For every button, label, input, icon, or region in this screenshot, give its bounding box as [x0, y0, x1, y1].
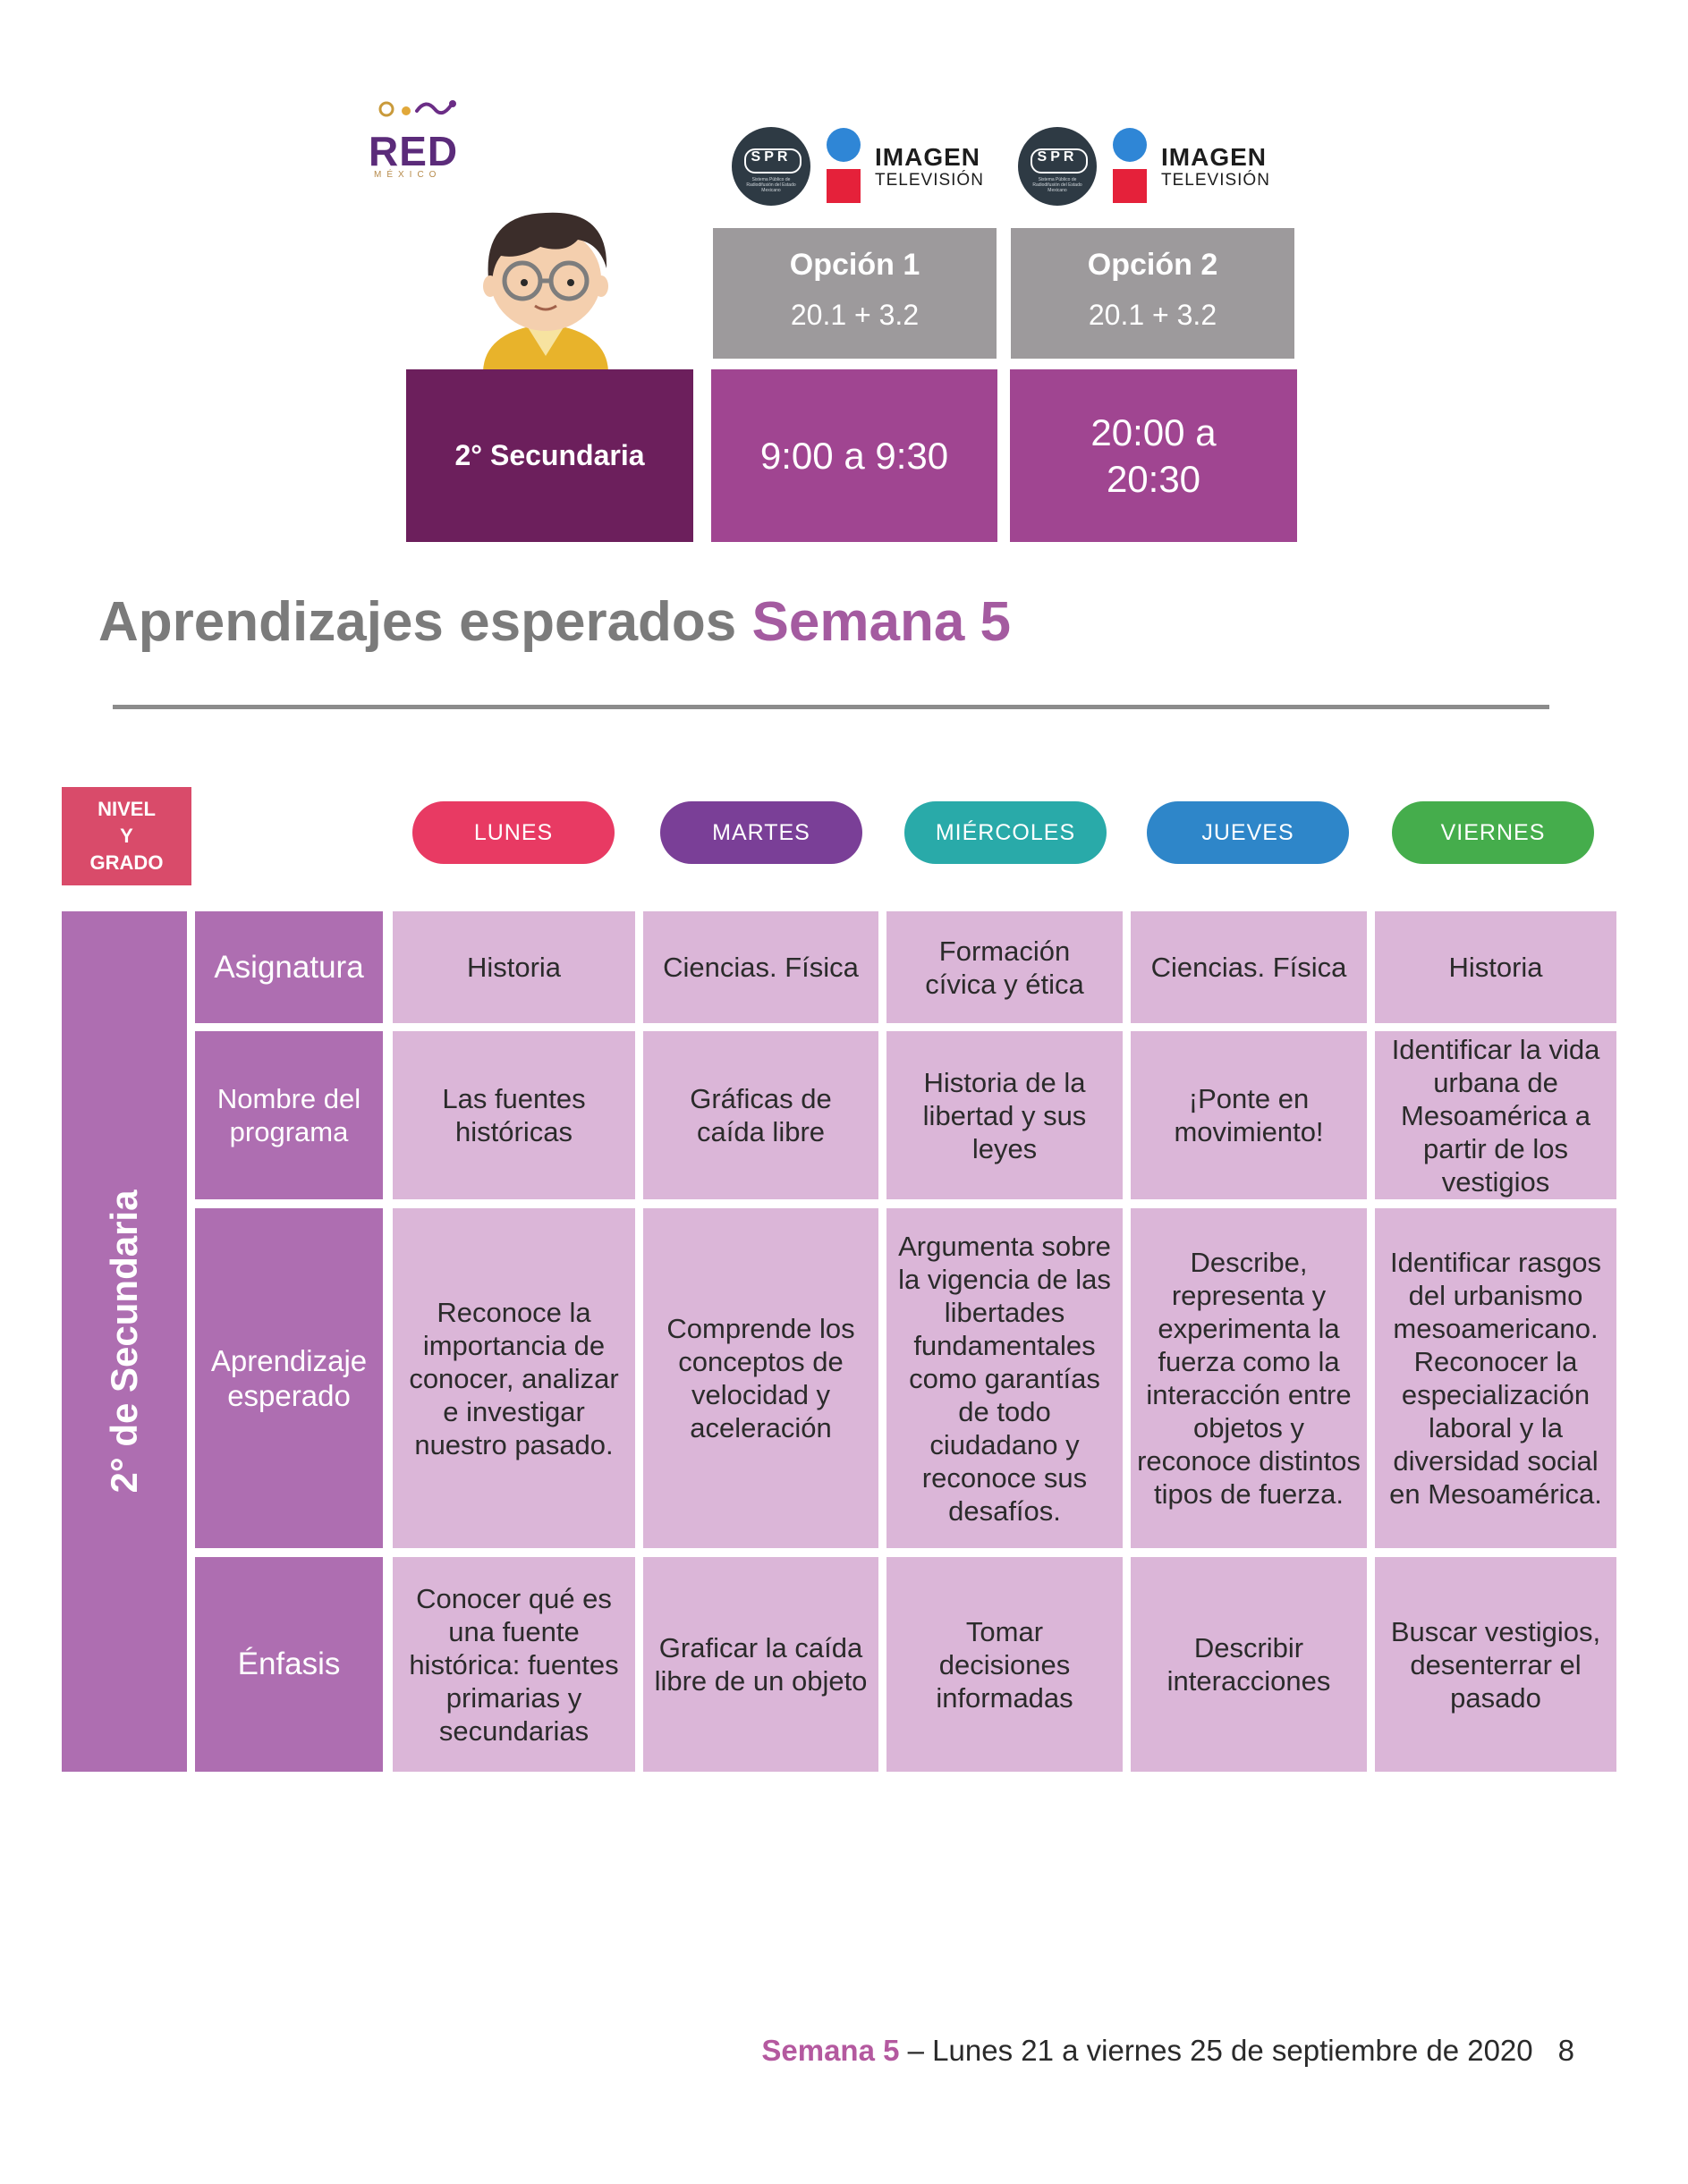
student-character-illustration — [483, 212, 608, 371]
table-cell: Historia de la libertad y sus leyes — [886, 1031, 1123, 1199]
option-time: 9:00 a 9:30 — [759, 434, 949, 477]
day-pill-viernes: VIERNES — [1392, 801, 1594, 864]
nivel-grado-label: NIVEL Y GRADO — [62, 787, 191, 885]
broadcaster-logos-option-1: SPR Sistema Público de Radiodifusión del… — [732, 123, 984, 209]
day-pill-lunes: LUNES — [412, 801, 615, 864]
option-2-header: Opción 2 20.1 + 3.2 — [1011, 228, 1294, 359]
imagen-television-logo: IMAGEN TELEVISIÓN — [1161, 142, 1270, 190]
option-channels: 20.1 + 3.2 — [1088, 299, 1217, 331]
table-cell: Tomar decisiones informadas — [886, 1557, 1123, 1772]
table-cell: Comprende los conceptos de velocidad y a… — [643, 1208, 878, 1548]
option-1-time: 9:00 a 9:30 — [711, 369, 997, 542]
table-cell: Graficar la caída libre de un objeto — [643, 1557, 878, 1772]
table-cell: Identificar la vida urbana de Mesoaméric… — [1375, 1031, 1616, 1199]
table-cell: Formación cívica y ética — [886, 911, 1123, 1023]
table-grade-column: 2° de Secundaria — [62, 911, 187, 1772]
day-pill-jueves: JUEVES — [1147, 801, 1349, 864]
broadcaster-logos-option-2: SPR Sistema Público de Radiodifusión del… — [1018, 123, 1270, 209]
table-cell: Ciencias. Física — [643, 911, 878, 1023]
red-logo-swirl-icon — [378, 100, 456, 117]
table-cell: Las fuentes históricas — [393, 1031, 635, 1199]
table-cell: Historia — [1375, 911, 1616, 1023]
day-pill-miercoles: MIÉRCOLES — [904, 801, 1107, 864]
imagen-television-logo: IMAGEN TELEVISIÓN — [875, 142, 984, 190]
table-cell: Reconoce la importancia de conocer, anal… — [393, 1208, 635, 1548]
table-cell: Argumenta sobre la vigencia de las liber… — [886, 1208, 1123, 1548]
table-cell: Describir interacciones — [1131, 1557, 1367, 1772]
option-channels: 20.1 + 3.2 — [790, 299, 920, 331]
table-cell: Identificar rasgos del urbanismo mesoame… — [1375, 1208, 1616, 1548]
red-logo-subtext: MÉXICO — [374, 170, 442, 180]
row-header-aprendizaje-esperado: Aprendizaje esperado — [195, 1208, 383, 1548]
option-1-header: Opción 1 20.1 + 3.2 — [713, 228, 997, 359]
page-title-highlight: Semana 5 — [751, 591, 1012, 653]
page-footer: Semana 5 – Lunes 21 a viernes 25 de sept… — [761, 2034, 1574, 2068]
spr-logo: SPR Sistema Público de Radiodifusión del… — [1018, 127, 1097, 206]
page-title: Aprendizajes esperados Semana 5 — [98, 590, 1011, 654]
page-number: 8 — [1557, 2034, 1574, 2067]
option-time: 20:00 a 20:30 — [1090, 411, 1217, 500]
red-mexico-logo: RED MÉXICO — [369, 93, 467, 182]
table-cell: Describe, representa y experimenta la fu… — [1131, 1208, 1367, 1548]
row-header-enfasis: Énfasis — [195, 1557, 383, 1772]
footer-week: Semana 5 — [761, 2034, 900, 2067]
row-header-asignatura: Asignatura — [195, 911, 383, 1023]
option-title: Opción 1 — [789, 248, 920, 282]
row-header-nombre-programa: Nombre del programa — [195, 1031, 383, 1199]
red-logo-text: RED — [369, 128, 459, 174]
title-divider — [113, 705, 1549, 709]
day-pill-martes: MARTES — [660, 801, 862, 864]
table-cell: Ciencias. Física — [1131, 911, 1367, 1023]
table-grade-label: 2° de Secundaria — [103, 1189, 145, 1494]
imagen-logo-icon — [827, 128, 862, 205]
page-title-main: Aprendizajes esperados — [98, 591, 752, 653]
option-title: Opción 2 — [1087, 248, 1218, 282]
table-cell: ¡Ponte en movimiento! — [1131, 1031, 1367, 1199]
table-cell: Gráficas de caída libre — [643, 1031, 878, 1199]
footer-dates: – Lunes 21 a viernes 25 de septiembre de… — [899, 2034, 1533, 2067]
spr-logo: SPR Sistema Público de Radiodifusión del… — [732, 127, 810, 206]
table-cell: Historia — [393, 911, 635, 1023]
imagen-logo-icon — [1113, 128, 1149, 205]
table-cell: Conocer qué es una fuente histórica: fue… — [393, 1557, 635, 1772]
grade-box: 2° Secundaria — [406, 369, 693, 542]
table-cell: Buscar vestigios, desenterrar el pasado — [1375, 1557, 1616, 1772]
option-2-time: 20:00 a 20:30 — [1010, 369, 1297, 542]
